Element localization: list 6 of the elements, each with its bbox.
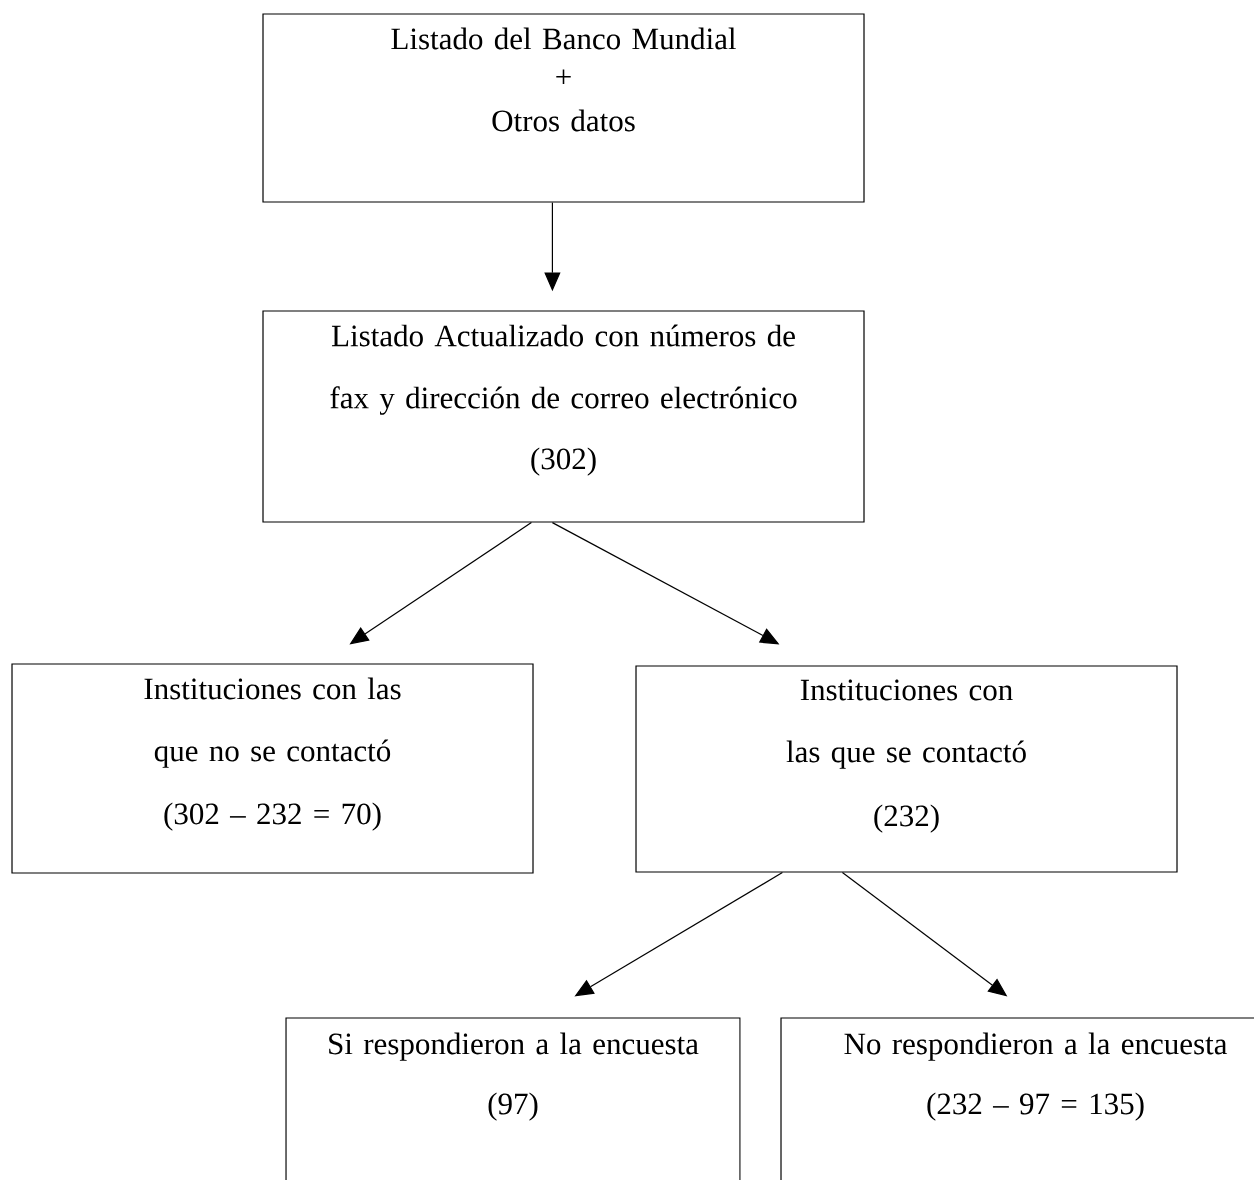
process-box: No respondieron a la encuesta (232 – 97 = 135) bbox=[780, 1017, 1254, 1180]
process-box: Listado Actualizado con números de fax y dirección de correo electrónico (302) bbox=[262, 310, 865, 523]
process-box: Listado del Banco Mundial + Otros datos bbox=[262, 13, 865, 203]
process-box: Instituciones con las que se contactó (232) bbox=[635, 665, 1178, 873]
process-box: Instituciones con las que no se contactó (302 – 232 = 70) bbox=[11, 663, 534, 874]
process-box: Si respondieron a la encuesta (97) bbox=[285, 1017, 741, 1180]
